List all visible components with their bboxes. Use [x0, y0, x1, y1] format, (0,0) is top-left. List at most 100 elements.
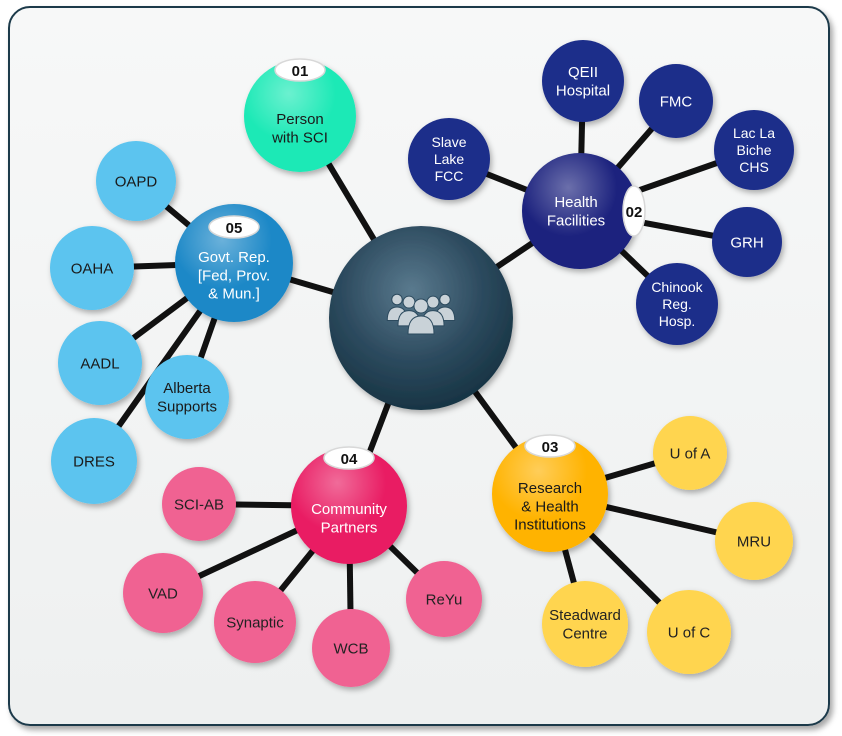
hub-number: 04 — [341, 451, 358, 468]
node-label-line: QEII — [568, 64, 598, 81]
node-label-line: Centre — [562, 625, 607, 642]
leaf-node-synaptic: Synaptic — [214, 581, 296, 663]
node-label-line: CHS — [739, 159, 769, 175]
hub-number: 03 — [542, 439, 559, 456]
leaf-circle — [162, 467, 236, 541]
node-label-line: ReYu — [426, 591, 463, 608]
node-label-line: Govt. Rep. — [198, 249, 270, 266]
node-label-line: Biche — [736, 142, 771, 158]
leaf-node-dres: DRES — [51, 418, 137, 504]
node-label-line: OAHA — [71, 260, 114, 277]
node-label-line: U of A — [670, 445, 711, 462]
node-label-line: Supports — [157, 398, 217, 415]
leaf-circle — [214, 581, 296, 663]
node-label-line: Facilities — [547, 212, 605, 229]
node-label-line: AADL — [80, 355, 119, 372]
node-label-line: Research — [518, 480, 582, 497]
leaf-circle — [408, 118, 490, 200]
hub-number: 01 — [292, 63, 309, 80]
leaf-node-sci-ab: SCI-AB — [162, 467, 236, 541]
leaf-node-vad: VAD — [123, 553, 203, 633]
node-label-line: DRES — [73, 453, 115, 470]
leaf-node-mru: MRU — [715, 502, 793, 580]
leaf-node-oapd: OAPD — [96, 141, 176, 221]
node-label-line: Hospital — [556, 82, 610, 99]
node-label-line: Reg. — [662, 296, 692, 312]
node-label-line: [Fed, Prov. — [198, 267, 270, 284]
leaf-node-aadl: AADL — [58, 321, 142, 405]
leaf-circle — [542, 581, 628, 667]
node-label-line: SCI-AB — [174, 496, 224, 513]
hub-number-badge — [274, 58, 326, 82]
leaf-circle — [96, 141, 176, 221]
node-label-line: Institutions — [514, 517, 586, 534]
leaf-node-fmc: FMC — [639, 64, 713, 138]
node-label-line: U of C — [668, 624, 711, 641]
node-label-line: OAPD — [115, 173, 158, 190]
node-label-line: Chinook — [651, 279, 703, 295]
node-label-line: Steadward — [549, 607, 621, 624]
leaf-circle — [542, 40, 624, 122]
leaf-circle — [123, 553, 203, 633]
node-label-line: with SCI — [271, 129, 328, 146]
node-label-line: FCC — [435, 168, 464, 184]
node-label-line: Hosp. — [659, 313, 696, 329]
node-label-line: Partners — [321, 519, 378, 536]
leaf-circle — [50, 226, 134, 310]
leaf-circle — [58, 321, 142, 405]
leaf-circle — [715, 502, 793, 580]
node-label-line: Lake — [434, 151, 465, 167]
node-label-line: Community — [311, 501, 387, 518]
hub-number: 05 — [226, 220, 243, 237]
leaf-circle — [639, 64, 713, 138]
leaf-node-wcb: WCB — [312, 609, 390, 687]
leaf-circle — [312, 609, 390, 687]
hub-number-badge — [208, 215, 260, 239]
node-label-line: MRU — [737, 533, 771, 550]
node-label-line: Lac La — [733, 125, 775, 141]
people-group-icon — [386, 293, 456, 335]
node-label-line: Synaptic — [226, 614, 284, 631]
center-node — [329, 226, 513, 410]
node-label-line: GRH — [730, 234, 763, 251]
leaf-circle — [647, 590, 731, 674]
leaf-node-reyu: ReYu — [406, 561, 482, 637]
leaf-circle — [51, 418, 137, 504]
leaf-node-grh: GRH — [712, 207, 782, 277]
node-label-line: Alberta — [163, 380, 211, 397]
node-label-line: & Mun.] — [208, 286, 260, 303]
node-label-line: Health — [554, 194, 597, 211]
leaf-circle — [712, 207, 782, 277]
hub-number: 02 — [626, 204, 643, 221]
node-label-line: Person — [276, 111, 324, 128]
node-label-line: WCB — [334, 640, 369, 657]
leaf-circle — [653, 416, 727, 490]
node-label-line: VAD — [148, 585, 178, 602]
leaf-node-u-of-c: U of C — [647, 590, 731, 674]
leaf-circle — [714, 110, 794, 190]
hub-number-badge — [524, 434, 576, 458]
leaf-circle — [145, 355, 229, 439]
node-label-line: Slave — [431, 134, 466, 150]
leaf-node-oaha: OAHA — [50, 226, 134, 310]
leaf-circle — [636, 263, 718, 345]
node-label-line: FMC — [660, 93, 693, 110]
leaf-circle — [406, 561, 482, 637]
leaf-node-u-of-a: U of A — [653, 416, 727, 490]
hub-number-badge — [622, 185, 646, 237]
hub-number-badge — [323, 446, 375, 470]
node-label-line: & Health — [521, 498, 579, 515]
